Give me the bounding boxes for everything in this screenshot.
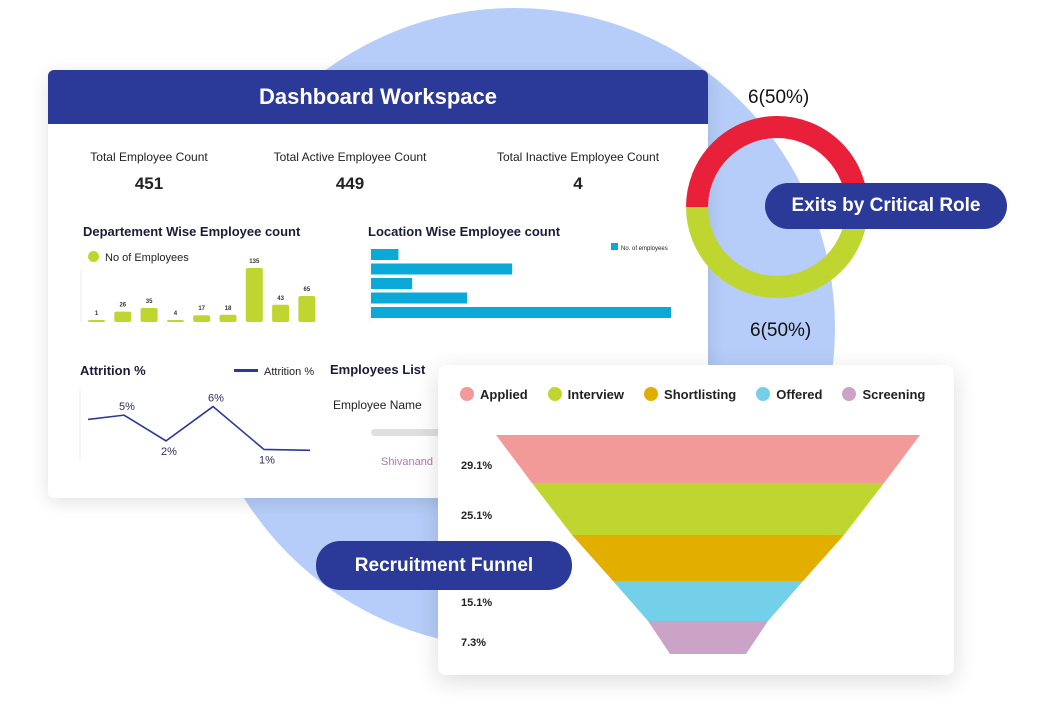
legend-dot-icon (88, 251, 99, 262)
exits-pill: Exits by Critical Role (765, 183, 1007, 229)
kpi-active: Total Active Employee Count 449 (260, 150, 440, 194)
kpi-label: Total Active Employee Count (273, 150, 427, 164)
bar-label: 135 (249, 259, 260, 265)
bar-label: 1 (95, 311, 99, 317)
funnel-stage-applied (496, 435, 920, 483)
legend-dot-icon (644, 387, 659, 401)
legend-item: Interview (547, 387, 625, 402)
bar (298, 296, 316, 322)
legend-dot-icon (842, 387, 857, 401)
legend-item: Shortlisting (644, 387, 736, 402)
bar (371, 263, 513, 275)
loc-bar-chart (369, 246, 671, 322)
funnel-pct: 7.3% (461, 637, 487, 649)
donut-bottom-label: 6(50%) (750, 320, 812, 341)
donut-top-label: 6(50%) (748, 87, 810, 108)
funnel-pct: 15.1% (461, 597, 493, 609)
legend-item: Screening (842, 387, 925, 402)
bar-label: 17 (198, 306, 205, 312)
dashboard-title: Dashboard Workspace (48, 70, 708, 124)
legend-label: Attrition % (264, 366, 315, 378)
bar (88, 320, 105, 322)
legend-label: Shortlisting (664, 387, 737, 402)
employees-list-title: Employees List (330, 362, 426, 377)
legend-dot-icon (547, 387, 562, 401)
bar-label: 18 (225, 306, 232, 312)
legend-dot-icon (460, 387, 474, 401)
bar-label: 35 (146, 299, 153, 305)
point-label: 6% (208, 393, 224, 405)
bar (371, 249, 399, 260)
bar (114, 311, 132, 322)
attrition-line-chart: 5% 2% 6% 1% (79, 390, 311, 466)
point-label: 2% (161, 446, 177, 458)
legend-label: No of Employees (105, 252, 189, 264)
bar-label: 65 (304, 287, 311, 293)
dept-bar-chart: 1 26 35 4 17 18 135 43 65 (80, 259, 316, 322)
kpi-value: 4 (573, 174, 583, 193)
bar (219, 314, 237, 322)
kpi-value: 449 (335, 174, 365, 193)
loc-chart-title: Location Wise Employee count (368, 224, 561, 239)
legend-item: Applied (460, 387, 528, 402)
kpi-value: 451 (134, 174, 164, 193)
bar-label: 4 (174, 311, 178, 317)
dept-chart-title: Departement Wise Employee count (83, 224, 301, 239)
funnel-stage-screening (648, 621, 768, 654)
legend-label: Screening (862, 387, 926, 402)
point-label: 1% (259, 454, 275, 466)
bar-label: 43 (277, 296, 284, 302)
bar (272, 304, 290, 322)
exits-donut-chart (686, 116, 868, 298)
legend-label: No. of employees (621, 246, 668, 252)
funnel-pct: 25.1% (461, 510, 493, 522)
funnel-pct: 29.1% (461, 460, 493, 472)
employee-name-header: Employee Name (333, 398, 422, 412)
legend-item: Offered (756, 387, 822, 402)
bar (193, 315, 211, 322)
bar (371, 292, 468, 304)
bar (166, 320, 184, 322)
legend-line-icon (234, 369, 258, 372)
kpi-label: Total Inactive Employee Count (496, 150, 660, 164)
donut-slice-top (686, 116, 868, 208)
bar (371, 307, 671, 318)
kpi-total: Total Employee Count 451 (84, 150, 214, 194)
funnel-stage-interview (532, 483, 884, 535)
legend-label: Interview (567, 387, 625, 402)
loc-legend: No. of employees (611, 243, 668, 252)
funnel-legend: Applied Interview Shortlisting Offered S… (460, 387, 925, 402)
bar (371, 278, 413, 289)
employee-row-name[interactable]: Shivanand (381, 456, 433, 468)
list-scrollbar[interactable] (371, 429, 451, 436)
point-label: 5% (119, 401, 135, 413)
bar (245, 268, 263, 322)
funnel-card: Applied Interview Shortlisting Offered S… (438, 365, 954, 675)
dashboard-card: Dashboard Workspace Total Employee Count… (48, 70, 708, 498)
legend-square-icon (611, 243, 618, 250)
legend-label: Offered (776, 387, 823, 402)
legend-dot-icon (756, 387, 771, 401)
funnel-stage-shortlisting (572, 535, 844, 581)
funnel-stage-offered (613, 581, 803, 621)
attrition-line (87, 405, 311, 452)
attrition-legend: Attrition % (234, 366, 314, 378)
bar (140, 308, 158, 322)
attrition-title: Attrition % (80, 363, 146, 378)
dept-legend: No of Employees (88, 251, 189, 264)
bar-label: 26 (119, 303, 126, 309)
kpi-inactive: Total Inactive Employee Count 4 (488, 150, 668, 194)
legend-label: Applied (480, 387, 528, 402)
funnel-chart (496, 435, 920, 654)
kpi-label: Total Employee Count (90, 150, 208, 164)
recruitment-funnel-pill: Recruitment Funnel (316, 541, 572, 590)
donut-slice-bottom (686, 206, 868, 298)
